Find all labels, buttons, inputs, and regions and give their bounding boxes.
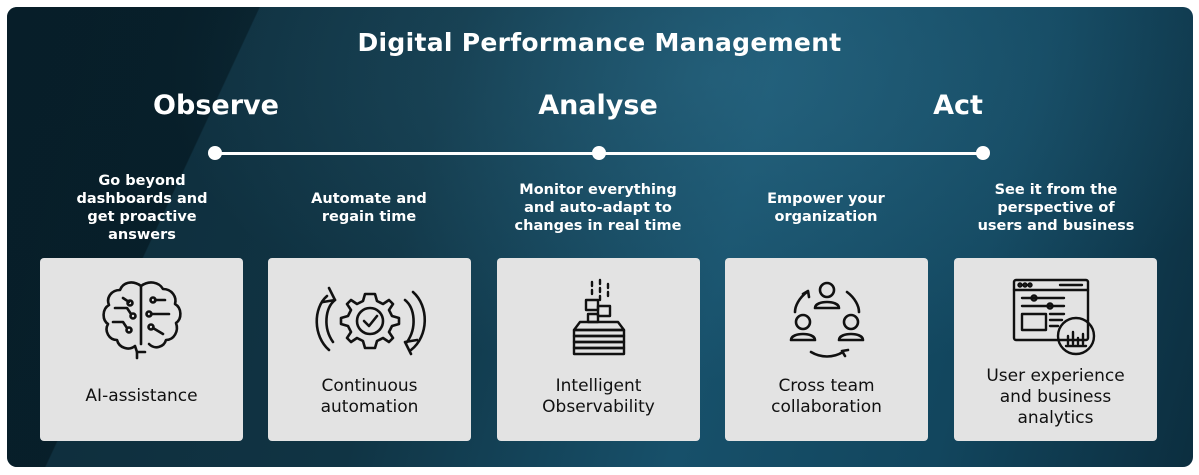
description-cross-team: Empower your organization (726, 190, 926, 226)
card-label-line: Intelligent (555, 376, 642, 396)
description-line: Empower your (767, 191, 885, 207)
description-continuous-automation: Automate and regain time (269, 190, 469, 226)
description-line: organization (774, 209, 878, 225)
gear-cycle-icon (268, 278, 471, 368)
phase-observe: Observe (153, 90, 279, 121)
analytics-dashboard-icon (954, 274, 1157, 364)
phase-act: Act (933, 90, 983, 121)
description-intelligent-observability: Monitor everything and auto-adapt to cha… (498, 181, 698, 235)
card-label-line: collaboration (771, 397, 882, 417)
card-label-line: AI-assistance (85, 386, 198, 406)
card-continuous-automation: Continuous automation (268, 258, 471, 441)
card-label: AI-assistance (40, 386, 243, 407)
card-label-line: Observability (542, 397, 655, 417)
card-cross-team: Cross team collaboration (725, 258, 928, 441)
card-label-line: automation (320, 397, 419, 417)
description-line: changes in real time (514, 218, 682, 234)
timeline-dot-observe (208, 146, 222, 160)
description-user-experience: See it from the perspective of users and… (956, 181, 1156, 235)
data-layers-icon (497, 278, 700, 368)
card-label: Cross team collaboration (725, 376, 928, 418)
card-user-experience: User experience and business analytics (954, 258, 1157, 441)
description-line: perspective of (997, 200, 1115, 216)
description-line: answers (108, 227, 176, 243)
description-line: regain time (321, 209, 417, 225)
banner-background (7, 7, 1193, 467)
description-line: get proactive (87, 209, 197, 225)
description-line: users and business (977, 218, 1135, 234)
card-label: Intelligent Observability (497, 376, 700, 418)
card-label-line: User experience (986, 366, 1125, 386)
card-intelligent-observability: Intelligent Observability (497, 258, 700, 441)
card-label-line: and business (999, 387, 1112, 407)
description-line: and auto-adapt to (524, 200, 672, 216)
card-label: User experience and business analytics (954, 366, 1157, 429)
card-label-line: analytics (1017, 408, 1094, 428)
brain-circuit-icon (40, 278, 243, 368)
description-line: dashboards and (76, 191, 208, 207)
phase-analyse: Analyse (538, 90, 658, 121)
description-line: Automate and (311, 191, 427, 207)
card-label-line: Cross team (778, 376, 875, 396)
timeline-dot-analyse (592, 146, 606, 160)
description-line: See it from the (994, 182, 1118, 198)
card-label: Continuous automation (268, 376, 471, 418)
description-ai-assistance: Go beyond dashboards and get proactive a… (42, 172, 242, 244)
team-cycle-icon (725, 278, 928, 368)
page-title: Digital Performance Management (357, 28, 842, 57)
card-label-line: Continuous (321, 376, 418, 396)
description-line: Go beyond (98, 173, 186, 189)
timeline-dot-act (976, 146, 990, 160)
card-ai-assistance: AI-assistance (40, 258, 243, 441)
description-line: Monitor everything (519, 182, 677, 198)
